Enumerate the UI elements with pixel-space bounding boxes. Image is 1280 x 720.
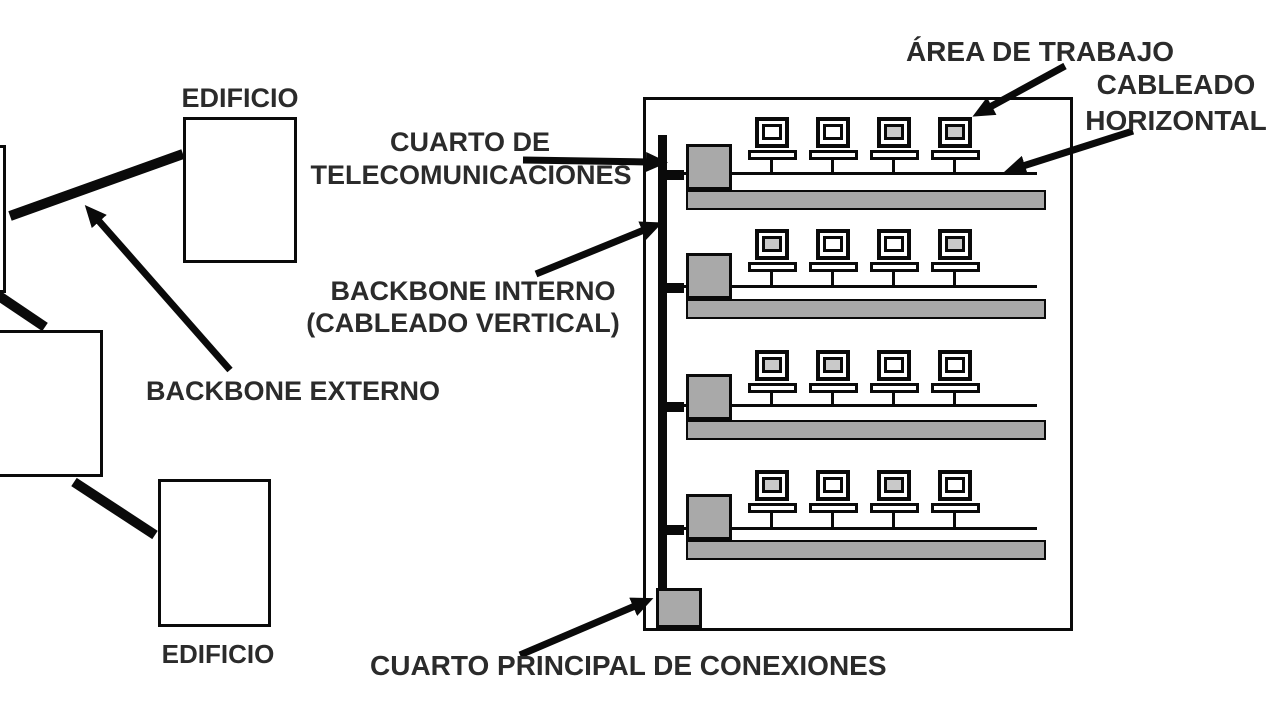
computer-screen-icon (762, 477, 782, 493)
label-backbone-interno-line2: (CABLEADO VERTICAL) (306, 308, 620, 338)
computer-base-icon (748, 150, 797, 160)
computer-monitor-icon (938, 229, 972, 260)
label-cableado-horizontal-line1: CABLEADO (1096, 69, 1256, 100)
horizontal-cable (661, 285, 1037, 288)
computer-base-icon (809, 383, 858, 393)
computer-base-icon (748, 503, 797, 513)
computer-drop-cable (831, 393, 834, 404)
computer-screen-icon (945, 236, 965, 252)
telecom-room-box (686, 374, 732, 420)
computer-drop-cable (953, 160, 956, 172)
computer-drop-cable (892, 393, 895, 404)
backbone-floor-tap (659, 525, 684, 535)
backbone-interno-arrow (534, 221, 663, 278)
horizontal-cable (661, 172, 1037, 175)
computer-base-icon (931, 262, 980, 272)
external-backbone-cable-1 (8, 149, 185, 221)
computer-base-icon (931, 503, 980, 513)
telecom-room-box (686, 253, 732, 299)
computer-base-icon (870, 262, 919, 272)
backbone-floor-tap (659, 170, 684, 180)
computer-drop-cable (953, 272, 956, 285)
computer-base-icon (870, 150, 919, 160)
edificio-top-box (183, 117, 297, 263)
telecom-room-box (686, 144, 732, 190)
building-left-middle-partial (0, 330, 103, 477)
computer-screen-icon (945, 124, 965, 140)
label-area-de-trabajo: ÁREA DE TRABAJO (905, 36, 1175, 67)
label-cuarto-principal: CUARTO PRINCIPAL DE CONEXIONES (370, 650, 887, 681)
floor-raceway-bar (686, 190, 1046, 210)
label-cableado-horizontal-line2: HORIZONTAL (1085, 105, 1267, 136)
computer-base-icon (809, 262, 858, 272)
computer-screen-icon (823, 357, 843, 373)
horizontal-cable (661, 527, 1037, 530)
computer-base-icon (809, 150, 858, 160)
computer-screen-icon (762, 236, 782, 252)
computer-drop-cable (770, 160, 773, 172)
floor-raceway-bar (686, 540, 1046, 560)
vertical-backbone-line (658, 135, 667, 591)
computer-base-icon (931, 150, 980, 160)
label-edificio-bottom: EDIFICIO (161, 639, 275, 669)
backbone-floor-tap (659, 402, 684, 412)
floor-raceway-bar (686, 299, 1046, 319)
computer-drop-cable (892, 513, 895, 527)
label-backbone-externo: BACKBONE EXTERNO (145, 376, 441, 406)
computer-drop-cable (770, 272, 773, 285)
cuarto-principal-arrow (518, 597, 654, 659)
computer-drop-cable (831, 160, 834, 172)
horizontal-cable (661, 404, 1037, 407)
computer-screen-icon (762, 124, 782, 140)
computer-drop-cable (770, 393, 773, 404)
computer-screen-icon (884, 236, 904, 252)
computer-drop-cable (892, 272, 895, 285)
computer-base-icon (870, 383, 919, 393)
computer-screen-icon (884, 124, 904, 140)
label-cuarto-telecom-line2: TELECOMUNICACIONES (310, 160, 632, 190)
computer-screen-icon (945, 477, 965, 493)
computer-drop-cable (953, 513, 956, 527)
backbone-floor-tap (659, 283, 684, 293)
edificio-bottom-box (158, 479, 271, 627)
external-backbone-cable-2 (0, 290, 48, 332)
computer-screen-icon (945, 357, 965, 373)
building-left-top-partial (0, 145, 6, 293)
computer-base-icon (748, 262, 797, 272)
computer-screen-icon (823, 124, 843, 140)
computer-base-icon (931, 383, 980, 393)
computer-monitor-icon (755, 470, 789, 501)
computer-monitor-icon (816, 470, 850, 501)
label-cuarto-telecom-line1: CUARTO DE (389, 127, 550, 157)
computer-base-icon (870, 503, 919, 513)
computer-screen-icon (823, 236, 843, 252)
computer-screen-icon (884, 477, 904, 493)
computer-drop-cable (953, 393, 956, 404)
external-backbone-cable-3 (71, 477, 158, 540)
label-backbone-interno-line1: BACKBONE INTERNO (330, 276, 616, 306)
computer-drop-cable (892, 160, 895, 172)
computer-screen-icon (762, 357, 782, 373)
computer-drop-cable (831, 272, 834, 285)
floor-raceway-bar (686, 420, 1046, 440)
computer-base-icon (809, 503, 858, 513)
computer-base-icon (748, 383, 797, 393)
computer-drop-cable (770, 513, 773, 527)
label-edificio-top: EDIFICIO (181, 83, 299, 113)
telecom-room-box (686, 494, 732, 540)
computer-screen-icon (884, 357, 904, 373)
cuarto-principal-box (656, 588, 702, 628)
computer-drop-cable (831, 513, 834, 527)
computer-screen-icon (823, 477, 843, 493)
